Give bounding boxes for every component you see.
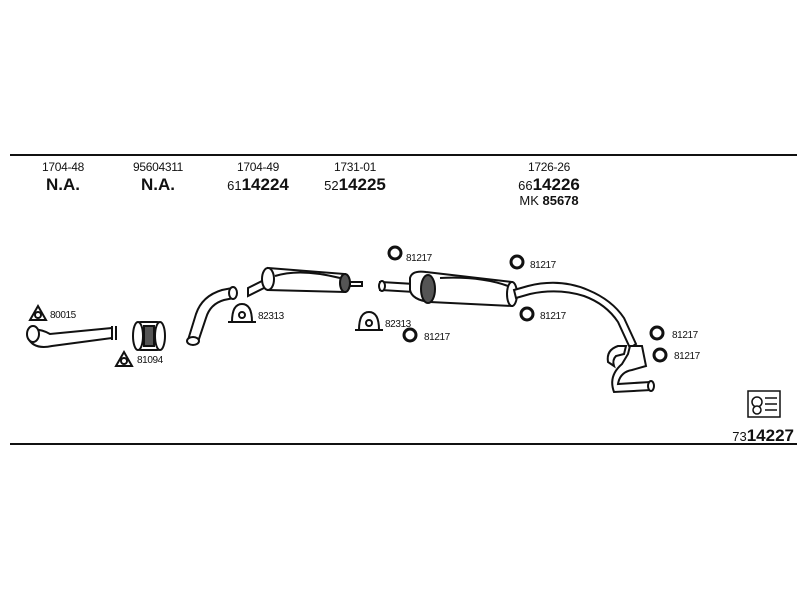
flex-joint	[132, 321, 166, 351]
part-number: 6614226	[518, 175, 580, 195]
part-prefix: 66	[518, 178, 533, 193]
clamp-icon	[228, 302, 256, 323]
kit-number: 7314227	[732, 426, 794, 446]
ring-label: 81217	[674, 351, 700, 362]
ring-label: 81217	[406, 253, 432, 264]
gasket-label: 80015	[50, 310, 76, 321]
kit-icon	[747, 390, 781, 418]
mk-number: 85678	[542, 193, 579, 208]
middle-silencer	[247, 266, 363, 298]
part-value: N.A.	[46, 175, 80, 194]
mounting-kit: MK 85678	[519, 193, 578, 208]
clamp-icon	[355, 310, 383, 331]
part-number-main: 14225	[338, 175, 386, 194]
kit-prefix: 73	[732, 429, 747, 444]
part-code: 95604311	[132, 160, 184, 174]
clamp-label: 82313	[385, 319, 411, 330]
part-number-main: 14226	[532, 175, 580, 194]
rubber-ring-icon	[387, 245, 668, 363]
ring-label: 81217	[530, 260, 556, 271]
part-code: 1704-49	[237, 160, 279, 174]
ring-label: 81217	[540, 311, 566, 322]
gasket-label: 81094	[137, 355, 163, 366]
rear-silencer	[409, 270, 518, 308]
part-prefix: 61	[227, 178, 242, 193]
gasket-icon	[28, 303, 48, 321]
part-code: 1704-48	[42, 160, 84, 174]
tail-pipe	[512, 281, 655, 394]
ring-label: 81217	[672, 330, 698, 341]
ring-label: 81217	[424, 332, 450, 343]
mk-prefix: MK	[519, 193, 539, 208]
clamp-label: 82313	[258, 311, 284, 322]
part-number: 6114224	[227, 175, 289, 195]
front-pipe	[26, 325, 117, 348]
part-prefix: 52	[324, 178, 339, 193]
part-value: N.A.	[141, 175, 175, 194]
bend-pipe	[186, 286, 238, 346]
part-number-main: 14224	[241, 175, 289, 194]
connector-pipe	[378, 280, 415, 294]
kit-number-main: 14227	[746, 426, 794, 445]
gasket-icon	[114, 349, 134, 367]
part-number: 5214225	[324, 175, 386, 195]
part-code: 1726-26	[528, 160, 570, 174]
part-code: 1731-01	[334, 160, 376, 174]
